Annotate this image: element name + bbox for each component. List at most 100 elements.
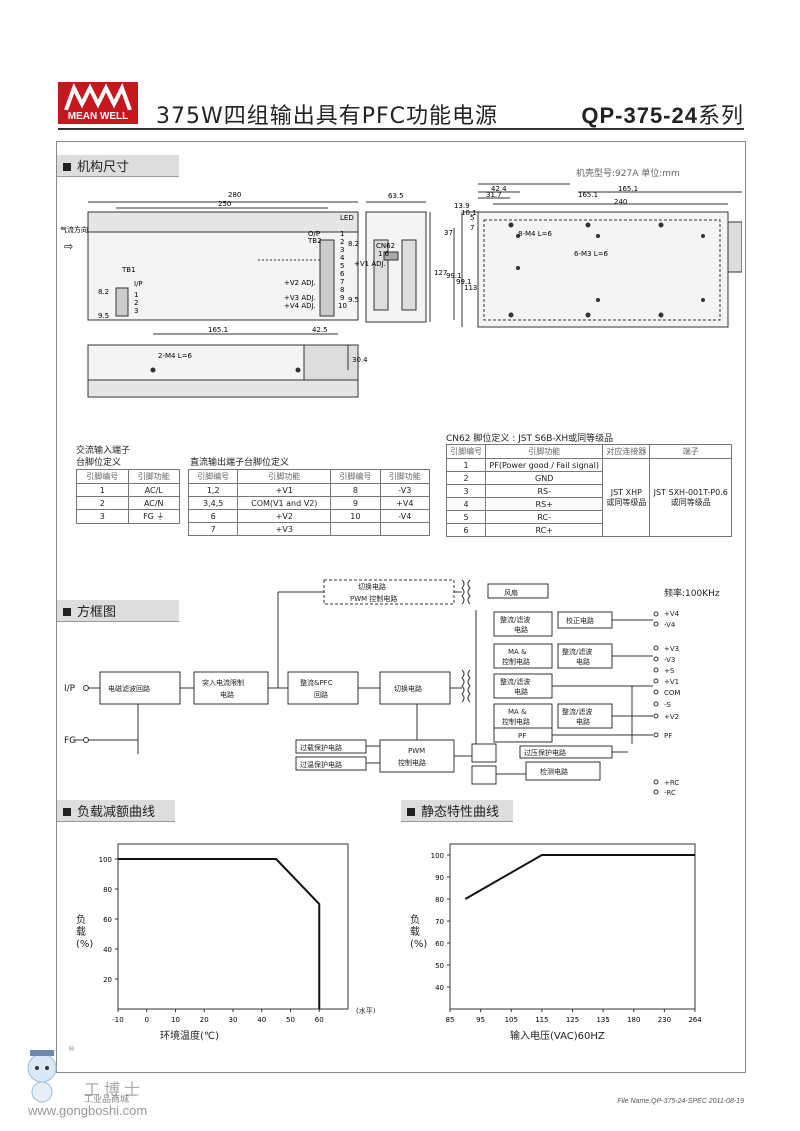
brand-name: MEAN WELL	[58, 110, 138, 124]
dim-250: 250	[218, 200, 231, 208]
y-tick-label: 60	[435, 940, 444, 948]
dim-165-1-bottom: 165.1	[208, 326, 228, 334]
tb2-pin: 7	[340, 278, 344, 286]
ac-pin: 3	[76, 509, 129, 524]
dim-99-1: 99.1	[446, 272, 462, 280]
dim-113: 113	[464, 284, 477, 292]
out-v2p: +V2	[664, 713, 679, 721]
out-v1p: +V1	[664, 678, 679, 686]
ip-label: I/P	[134, 280, 143, 288]
x-tick-label: 230	[658, 1016, 671, 1024]
x-tick-label: 105	[505, 1016, 518, 1024]
cn62-function: RC-	[485, 510, 604, 524]
dim-7: 7	[470, 224, 474, 232]
header-rule	[58, 128, 744, 130]
x-tick-label: 115	[535, 1016, 548, 1024]
tb2-pin: 1	[340, 230, 344, 238]
out-rcn: -RC	[664, 789, 676, 797]
dc-function: +V4	[379, 496, 431, 510]
rect3-line1: 整流/滤波	[500, 677, 530, 686]
derating-xunit: (水平)	[356, 1007, 376, 1015]
x-tick-label: 85	[446, 1016, 455, 1024]
ip-terminal: I/P	[64, 684, 76, 694]
fg-terminal: FG	[64, 736, 76, 746]
pwm-line1: PWM	[408, 747, 425, 755]
tb2-pin: 5	[340, 262, 344, 270]
dc-pin	[330, 522, 381, 536]
screw-2-m4: 2-M4 L=6	[158, 352, 192, 360]
dc-pin: 3,4,5	[187, 496, 239, 510]
y-tick-label: 70	[435, 918, 444, 926]
cn62-pin: 6	[445, 523, 487, 537]
sw-top-line1: 切换电路	[358, 582, 386, 591]
tb2-pin: 10	[338, 302, 347, 310]
dim-31-7: 31.7	[486, 191, 502, 199]
dim-42-4: 42.4	[491, 185, 507, 193]
pf-box-label: PF	[518, 732, 526, 740]
case-info: 机壳型号:927A 单位:mm	[576, 169, 680, 179]
out-com: COM	[664, 689, 680, 697]
cn62-header: 对应连接器	[602, 444, 651, 459]
dim-280: 280	[228, 191, 241, 199]
v2-adj-label: +V2 ADJ.	[284, 279, 316, 287]
dim-9-5-b: 9.5	[348, 296, 359, 304]
ovp-label: 过压保护电路	[524, 748, 566, 757]
tb2-pin: 4	[340, 254, 345, 262]
ma1-line2: 控制电路	[502, 657, 530, 666]
inrush-line2: 电路	[220, 690, 234, 699]
dc-pin: 1,2	[187, 483, 239, 497]
pfc-line1: 整流&PFC	[300, 678, 333, 687]
rect4-line2: 电路	[576, 717, 590, 726]
pfc-line2: 回路	[314, 690, 328, 699]
out-v3p: +V3	[664, 645, 679, 653]
reg-mark: ®	[68, 1045, 75, 1053]
cn62-function: RC+	[485, 523, 604, 537]
tb2-pin: 6	[340, 270, 345, 278]
ac-function: AC/L	[127, 483, 180, 497]
ac-pin: 2	[76, 496, 129, 510]
model-number: QP-375-24系列	[581, 103, 744, 128]
dc-function: -V4	[379, 509, 431, 523]
plot-area	[117, 843, 349, 1010]
sw-top-line2: PWM 控制电路	[350, 594, 397, 603]
pwm-line2: 控制电路	[398, 758, 426, 767]
dc-function	[379, 522, 431, 536]
switch-label: 切换电路	[394, 684, 422, 693]
cn62-header: 引脚功能	[485, 444, 604, 459]
dim-10-1: 10.1	[461, 209, 477, 217]
dim-99-1-b: 99.1	[456, 278, 472, 286]
plot-area	[449, 843, 696, 1010]
emi-label: 电磁滤波回路	[108, 684, 150, 693]
fan-label: 风扇	[504, 588, 518, 597]
dim-8-2: 8.2	[98, 288, 109, 296]
olp-label: 过载保护电路	[300, 743, 342, 752]
block-heading: 方框图	[57, 600, 179, 622]
x-tick-label: 40	[257, 1016, 266, 1024]
mech-heading: 机构尺寸	[57, 155, 179, 177]
led-label: LED	[340, 214, 354, 222]
x-tick-label: 30	[229, 1016, 238, 1024]
spec-frame	[56, 141, 746, 1073]
screw-6-m3: 6-M3 L=6	[574, 250, 608, 258]
y-tick-label: 80	[103, 886, 112, 894]
y-tick-label: 60	[103, 916, 112, 924]
y-tick-label: 40	[435, 984, 444, 992]
dc-header: 引脚功能	[379, 469, 431, 484]
out-v4n: -V4	[664, 621, 676, 629]
v3-adj-label: +V3 ADJ.	[284, 294, 316, 302]
x-tick-label: 0	[145, 1016, 149, 1024]
ma1-line1: MA &	[508, 648, 527, 656]
ac-caption-1: 交流输入端子	[76, 446, 131, 456]
inrush-line1: 突入电流限制	[202, 678, 244, 687]
screw-8-m4: 8-M4 L=6	[518, 230, 552, 238]
frequency-label: 频率:100KHz	[664, 589, 720, 599]
